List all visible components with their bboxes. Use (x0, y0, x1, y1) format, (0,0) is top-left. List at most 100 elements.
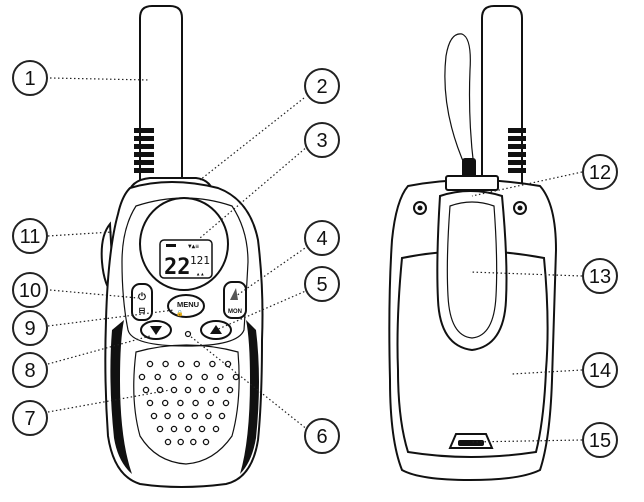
speaker-hole (177, 438, 184, 446)
speaker-hole (184, 386, 192, 394)
speaker-hole (232, 373, 240, 381)
front-view: ▼▲≡ 22 121 ▴▴ ⏻ ⊟ MON MENU 🔒 (100, 5, 264, 488)
leader-1 (49, 77, 151, 81)
mon-label: MON (228, 309, 242, 315)
callout-15-label: 15 (589, 430, 611, 452)
speaker-hole (170, 425, 178, 433)
speaker-hole (170, 373, 177, 381)
speaker-hole (162, 360, 169, 368)
callout-11-label: 11 (20, 226, 41, 248)
menu-label: MENU (177, 300, 199, 309)
speaker-hole (192, 399, 199, 407)
speaker-hole (222, 399, 230, 407)
speaker-hole (207, 399, 215, 407)
speaker-hole (184, 425, 192, 433)
leader-5 (215, 289, 309, 331)
battery-cover (396, 250, 549, 458)
callout-11: 11 (12, 218, 48, 254)
speaker-hole (146, 360, 154, 368)
callout-6-label: 6 (316, 426, 327, 448)
leader-4 (235, 245, 309, 297)
power-lock-button: ⏻ ⊟ (131, 283, 153, 321)
callout-4: 4 (304, 220, 340, 256)
speaker-hole (198, 425, 206, 433)
mon-button: MON (223, 281, 247, 319)
speaker-hole (185, 373, 193, 381)
leader-8 (47, 335, 151, 365)
left-grip (110, 320, 132, 474)
speaker-hole (146, 399, 154, 407)
antenna-icon (230, 288, 238, 300)
leader-7 (47, 389, 171, 413)
speaker-hole (150, 412, 158, 420)
speaker-hole (224, 360, 232, 368)
callout-4-label: 4 (316, 228, 327, 250)
lock-icon: 🔒 (176, 309, 183, 317)
speaker-hole (209, 360, 216, 368)
speaker-hole (226, 386, 234, 394)
clip-top-tab (445, 175, 499, 191)
speaker-hole (138, 373, 146, 381)
callouts: 1 2 3 4 5 6 7 8 9 10 11 12 13 14 15 (12, 60, 618, 458)
callout-1-label: 1 (24, 68, 35, 90)
leader-13 (469, 271, 583, 277)
right-grip (240, 320, 259, 474)
belt-clip-inner (446, 201, 498, 339)
lcd-channel: 22 (164, 255, 191, 280)
speaker-hole (198, 386, 206, 394)
callout-5-label: 5 (316, 274, 327, 296)
callout-2-label: 2 (316, 76, 327, 98)
callout-3: 3 (304, 122, 340, 158)
antenna (134, 5, 183, 187)
battery-latch (448, 433, 494, 449)
speaker-hole (190, 438, 197, 446)
callout-12-label: 12 (589, 162, 611, 184)
power-icon: ⏻ (138, 291, 146, 303)
leader-11 (47, 231, 113, 237)
callout-8: 8 (12, 352, 48, 388)
lcd-display: ▼▲≡ 22 121 ▴▴ (159, 239, 213, 280)
callout-1: 1 (12, 60, 48, 96)
speaker-hole (156, 386, 164, 394)
signal-icon: ▴▴ (196, 270, 204, 278)
speaker-hole (191, 412, 199, 420)
callout-14-label: 14 (589, 360, 611, 382)
callout-8-label: 8 (24, 360, 35, 382)
microphone (184, 330, 192, 338)
speaker-hole (193, 360, 201, 368)
callout-6: 6 (304, 418, 340, 454)
lcd-status-icons: ▼▲≡ (188, 243, 199, 250)
face-panel (121, 197, 249, 347)
speaker-hole (217, 373, 224, 381)
leader-10 (49, 289, 139, 299)
belt-clip (436, 190, 508, 352)
speaker-hole (177, 412, 185, 420)
leader-12 (471, 171, 583, 197)
battery-icon (166, 244, 176, 247)
lock-small-icon: ⊟ (139, 306, 146, 315)
callout-13: 13 (582, 258, 618, 294)
leader-15 (469, 439, 583, 443)
speaker-hole (154, 373, 161, 381)
callout-10-label: 10 (19, 280, 41, 302)
leader-6 (189, 335, 309, 431)
callout-2: 2 (304, 68, 340, 104)
strap-clip (462, 158, 476, 180)
antenna-grip (134, 128, 154, 173)
leader-2 (199, 97, 305, 181)
speaker-hole (164, 412, 171, 420)
speaker-hole (201, 373, 208, 381)
speaker-hole (212, 386, 220, 394)
down-button (140, 320, 172, 340)
speaker-hole (156, 425, 164, 433)
callout-7-label: 7 (24, 408, 35, 430)
callout-13-label: 13 (589, 266, 611, 288)
menu-button: MENU 🔒 (167, 294, 205, 318)
speaker-hole (177, 360, 185, 368)
speaker-hole (205, 412, 212, 420)
speaker-hole (218, 412, 226, 420)
callout-10: 10 (12, 272, 48, 308)
callout-9: 9 (12, 310, 48, 346)
speaker-hole (202, 438, 210, 446)
